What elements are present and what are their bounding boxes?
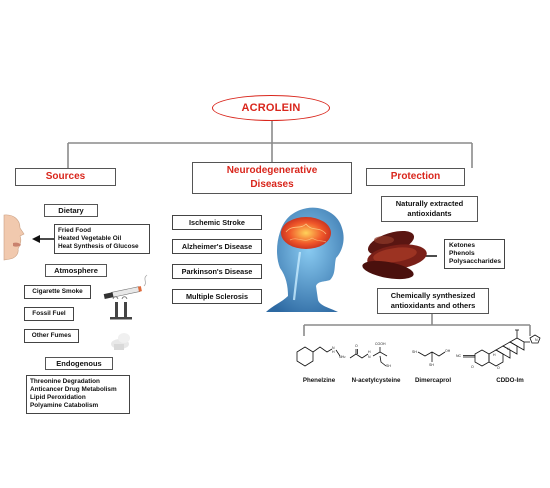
list-item: Lipid Peroxidation <box>30 394 86 401</box>
list-item: Fried Food <box>58 227 92 234</box>
dm-sh1: SH <box>412 350 417 354</box>
cddo-o1: O <box>471 365 474 369</box>
ischemic-stroke-box: Ischemic Stroke <box>172 215 262 230</box>
cddo-h2: H <box>507 347 510 351</box>
list-item: Polyamine Catabolism <box>30 402 99 409</box>
list-item: Ketones <box>449 242 476 249</box>
protection-header: Protection <box>366 168 465 186</box>
endogenous-label: Endogenous <box>45 357 113 370</box>
cddo-o2: O <box>497 366 500 370</box>
list-item: Threonine Degradation <box>30 378 100 385</box>
dietary-items-box: Fried Food Heated Vegetable Oil Heat Syn… <box>54 224 150 254</box>
cddo-h1: H <box>493 353 496 357</box>
multiple-sclerosis-box: Multiple Sclerosis <box>172 289 262 304</box>
other-fumes-box: Other Fumes <box>24 329 79 343</box>
fossil-fuel-box: Fossil Fuel <box>24 307 74 321</box>
compound-label-cddo-im: CDDO-Im <box>496 377 524 384</box>
title-ellipse <box>212 95 330 121</box>
phenelzine-h: H <box>332 350 335 354</box>
page-title: ACROLEIN <box>241 102 301 114</box>
compound-label-phenelzine: Phenelzine <box>302 377 336 384</box>
compound-label-dimercaprol: Dimercaprol <box>414 377 452 384</box>
alzheimers-box: Alzheimer's Disease <box>172 239 262 254</box>
cddo-n: N <box>535 338 538 342</box>
nh2-sub: 2 <box>344 356 346 359</box>
sources-header: Sources <box>15 168 116 186</box>
nac-sh: SH <box>386 364 391 368</box>
dm-oh: OH <box>445 349 451 353</box>
list-item: Anticancer Drug Metabolism <box>30 386 117 393</box>
nac-cooh: COOH <box>375 342 386 346</box>
cddo-nc: NC <box>456 354 462 358</box>
parkinsons-box: Parkinson's Disease <box>172 264 262 279</box>
compound-label-nac: N-acetylcysteine <box>351 377 401 384</box>
natural-items-box: Ketones Phenols Polysaccharides <box>444 239 505 269</box>
nac-o: O <box>355 344 358 348</box>
cigarette-smoke-box: Cigarette Smoke <box>24 285 91 299</box>
atmosphere-label: Atmosphere <box>45 264 107 277</box>
benzene-ring-icon <box>296 346 314 367</box>
diseases-header: Neurodegenerative Diseases <box>192 162 352 194</box>
list-item: Polysaccharides <box>449 258 502 265</box>
list-item: Phenols <box>449 250 475 257</box>
phenelzine-n: N <box>332 346 335 350</box>
natural-antioxidants-label: Naturally extracted antioxidants <box>381 196 478 222</box>
phenelzine-nh2: NH2 <box>339 355 345 359</box>
list-item: Heat Synthesis of Glucose <box>58 243 139 250</box>
dietary-label: Dietary <box>44 204 98 217</box>
nac-h: H <box>368 350 371 354</box>
nh2-text: NH <box>339 355 345 359</box>
synthetic-antioxidants-label: Chemically synthesized antioxidants and … <box>377 288 489 314</box>
nac-n: N <box>368 355 371 359</box>
arrow-icon <box>32 235 56 243</box>
dm-sh2: SH <box>429 363 434 367</box>
endogenous-items-box: Threonine Degradation Anticancer Drug Me… <box>26 375 130 414</box>
list-item: Heated Vegetable Oil <box>58 235 122 242</box>
